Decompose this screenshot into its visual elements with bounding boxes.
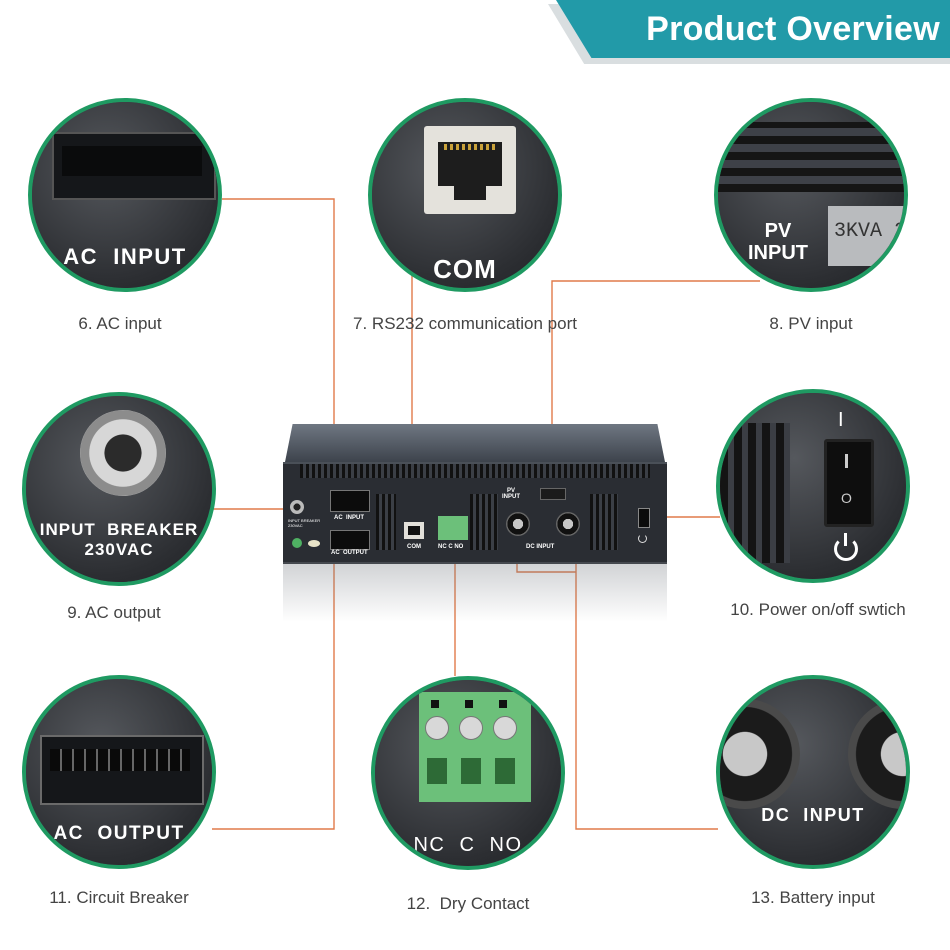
caption-pv-input: 8. PV input <box>769 314 853 333</box>
device-dry-contact-block <box>438 516 468 540</box>
rocker-switch: O <box>824 439 874 527</box>
device-leds <box>292 538 302 548</box>
pv-label-line2: INPUT <box>748 242 808 264</box>
callout-ac-output: AC OUTPUT <box>22 675 216 869</box>
device-dc-terminal-right <box>556 512 580 536</box>
device-dc-terminal-left <box>506 512 530 536</box>
inverter-top-panel <box>285 424 665 462</box>
dry-contact-label: NC C NO <box>413 834 523 856</box>
caption-battery-input: 13. Battery input <box>751 888 875 907</box>
power-icon <box>834 537 858 561</box>
callout-ac-input: AC INPUT <box>28 98 222 292</box>
device-power-icon <box>638 534 647 543</box>
callout-com: COM <box>368 98 562 292</box>
switch-on-symbol: I <box>838 409 844 431</box>
pv-side-tag-text: 3KVA 2 <box>834 220 907 243</box>
rj45-port-icon <box>424 126 516 214</box>
caption-ac-input: 6. AC input <box>78 314 162 333</box>
device-ac-input-label: AC INPUT <box>334 515 364 521</box>
pv-side-tag <box>828 206 904 266</box>
callout-pv-input: 3KVA 2 PV INPUT <box>714 98 908 292</box>
header-banner <box>556 0 950 58</box>
caption-power-switch: 10. Power on/off swtich <box>730 600 906 619</box>
breaker-button-icon <box>80 410 166 496</box>
ac-input-slot <box>62 146 202 176</box>
terminal-block-icon <box>419 692 531 802</box>
page-title: Product Overview <box>646 10 940 48</box>
device-vent-right <box>590 494 618 550</box>
callout-dc-input: DC INPUT <box>716 675 910 869</box>
device-dry-label: NC C NO <box>438 544 464 550</box>
callout-power-switch: I O <box>716 389 910 583</box>
device-ac-output-label: AC OUTPUT <box>331 550 368 556</box>
caption-circuit-breaker: 11. Circuit Breaker <box>49 888 189 907</box>
callout-input-breaker: INPUT BREAKER 230VAC <box>22 392 216 586</box>
pv-label-line1: PV <box>764 220 792 242</box>
ac-output-label: AC OUTPUT <box>53 823 185 844</box>
device-breaker-label: INPUT BREAKER 230VAC <box>288 518 321 528</box>
device-power-switch <box>638 508 650 528</box>
switch-off-symbol: O <box>841 490 852 506</box>
ac-input-label: AC INPUT <box>63 244 187 269</box>
device-vent-mid <box>470 494 498 550</box>
caption-dry-contact: 12. Dry Contact <box>406 894 530 913</box>
device-ac-input-socket <box>330 490 370 512</box>
device-pv-label: PV INPUT <box>502 488 520 500</box>
device-vent-left <box>376 494 396 550</box>
caption-ac-output: 9. AC output <box>67 603 161 622</box>
caption-com: 7. RS232 communication port <box>353 314 577 333</box>
ac-output-slot <box>50 749 190 771</box>
device-breaker-knob <box>290 500 304 514</box>
breaker-label-line1: INPUT BREAKER <box>39 520 199 539</box>
device-top-vent <box>300 464 650 478</box>
device-com-label: COM <box>407 544 421 550</box>
inverter-reflection <box>283 562 667 622</box>
device-pv-socket <box>540 488 566 500</box>
pv-vent <box>718 122 904 192</box>
device-ac-output-socket <box>330 530 370 550</box>
device-dc-label: DC INPUT <box>526 544 555 550</box>
breaker-label-line2: 230VAC <box>84 540 154 559</box>
device-led-2 <box>308 540 320 547</box>
device-com-port <box>404 522 424 539</box>
com-label: COM <box>433 254 497 284</box>
dc-input-label: DC INPUT <box>761 805 865 825</box>
switch-vent <box>720 423 790 563</box>
callout-dry-contact: NC C NO <box>371 676 565 870</box>
